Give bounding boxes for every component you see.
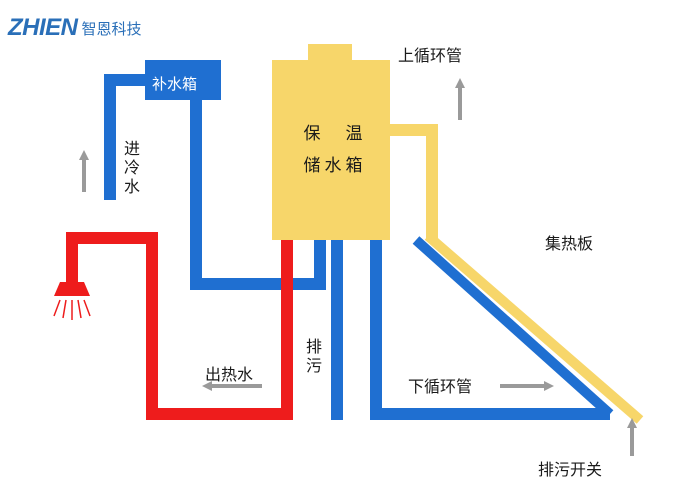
brand-logo-text: ZHIEN	[8, 14, 78, 41]
collector-panel	[380, 240, 600, 415]
collector-label: 集热板	[545, 234, 594, 253]
upper-circulation-label: 上循环管	[398, 46, 463, 65]
brand-logo: ZHIEN 智恩科技	[8, 14, 142, 42]
collector-yellow-edge	[424, 232, 644, 424]
storage-tank-label-line1: 保 温	[303, 124, 367, 144]
flow-arrow-icon	[79, 150, 89, 192]
upper-circulation-pipe	[385, 124, 438, 240]
flow-arrow-icon	[455, 78, 465, 120]
flow-arrow-icon	[627, 418, 637, 456]
brand-company-name: 智恩科技	[81, 20, 142, 38]
hot-water-pipe	[66, 232, 293, 420]
drain-switch-label: 排污开关	[538, 460, 603, 479]
shower-head-icon	[53, 282, 91, 320]
storage-tank-label-line2: 储水箱	[303, 156, 367, 176]
makeup-tank	[145, 60, 221, 100]
flow-arrow-icon	[500, 381, 554, 391]
collector-blue-edge	[412, 236, 614, 418]
storage-tank-top-outlet	[308, 44, 352, 62]
lower-circulation-label: 下循环管	[408, 377, 473, 396]
storage-tank-label: 保 温 储水箱	[285, 118, 385, 182]
flow-arrow-icon	[202, 381, 262, 391]
hot-water-out-label: 出热水	[205, 365, 254, 384]
lower-circulation-pipe	[370, 240, 610, 420]
storage-tank	[272, 60, 390, 240]
drain-label: 排污	[303, 338, 322, 376]
cold-inlet-pipe	[104, 74, 150, 200]
cold-water-in-label: 进冷水	[121, 140, 140, 197]
makeup-tank-label: 补水箱	[152, 75, 198, 93]
makeup-feed-pipe	[190, 95, 326, 290]
